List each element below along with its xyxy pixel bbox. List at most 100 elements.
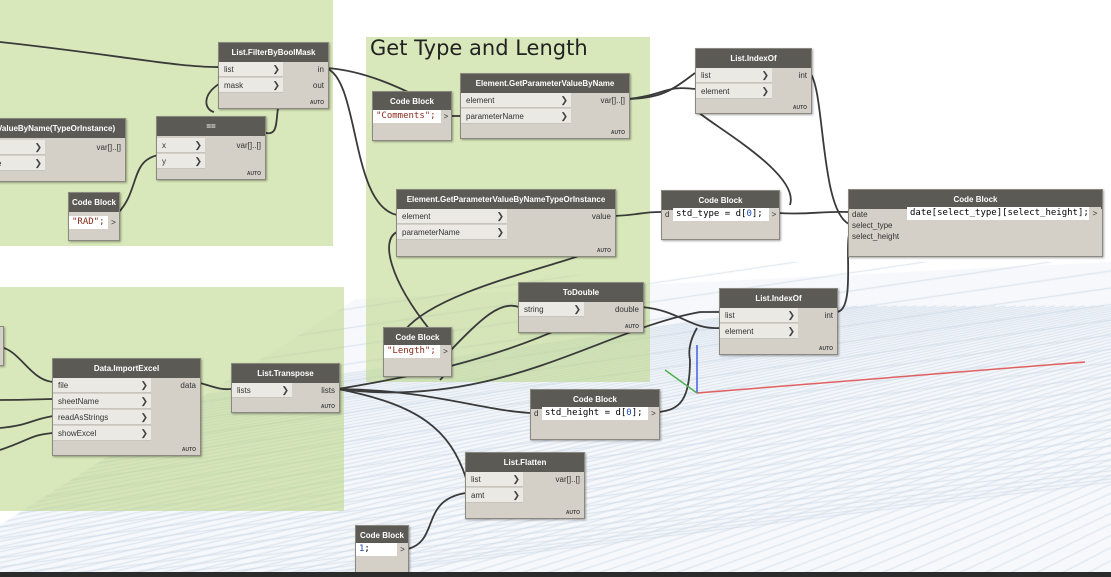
output-port[interactable]: > (648, 407, 659, 420)
output-port-var[interactable]: var[]..[] (526, 472, 584, 487)
input-port-sheet-name[interactable]: sheetName❯ (53, 394, 151, 409)
node-partial-left[interactable] (0, 326, 4, 366)
node-data-import-excel[interactable]: Data.ImportExcel file❯ sheetName❯ readAs… (52, 358, 201, 456)
input-port-element[interactable]: ❯ (0, 140, 45, 155)
input-port-file[interactable]: file❯ (53, 378, 151, 393)
lacing-label: AUTO (181, 447, 196, 453)
node-title: ValueByName(TypeOrInstance) (0, 119, 125, 138)
input-port-list[interactable]: list❯ (720, 308, 798, 323)
node-list-index-of-bottom[interactable]: List.IndexOf list❯ element❯ int AUTO (719, 288, 838, 355)
output-port-data[interactable]: data (152, 378, 200, 393)
lacing-label: AUTO (309, 100, 324, 106)
code-editor[interactable]: "Length"; (384, 345, 440, 358)
node-title: Code Block (373, 92, 451, 111)
node-title: Code Block (69, 193, 119, 212)
node-list-index-of-top[interactable]: List.IndexOf list❯ element❯ int AUTO (695, 48, 812, 114)
node-title: == (157, 117, 265, 136)
wire (627, 87, 696, 100)
output-port-lists[interactable]: lists (293, 383, 339, 398)
output-port[interactable]: > (769, 208, 779, 221)
node-code-block-comments[interactable]: Code Block "Comments"; > (372, 91, 452, 141)
output-port-var[interactable]: var[]..[] (87, 140, 125, 155)
output-port-var[interactable]: var[]..[] (227, 138, 265, 153)
node-title: Code Block (356, 526, 408, 545)
lacing-label: AUTO (596, 248, 611, 254)
node-code-block-std-type[interactable]: Code Block d std_type = d[0]; > (661, 190, 780, 240)
node-code-block-date[interactable]: Code Block date select_type select_heigh… (848, 189, 1103, 257)
node-element-get-parameter-value-by-name-type-or-instance[interactable]: Element.GetParameterValueByNameTypeOrIns… (396, 189, 616, 257)
code-editor[interactable]: std_height = d[0]; (542, 407, 648, 420)
input-port-parameter-name[interactable]: parameterName❯ (397, 225, 507, 240)
output-port-var[interactable]: var[]..[] (573, 93, 629, 108)
code-editor[interactable]: "Comments"; (373, 110, 441, 123)
wire (0, 415, 54, 429)
node-title: List.IndexOf (720, 289, 837, 308)
input-port-d[interactable]: d (665, 210, 670, 219)
node-code-block-rad[interactable]: Code Block "RAD"; > (68, 192, 120, 241)
input-port-show-excel[interactable]: showExcel❯ (53, 426, 151, 441)
node-list-transpose[interactable]: List.Transpose lists❯ lists AUTO (231, 363, 340, 413)
input-port-select-type[interactable]: select_type (849, 220, 907, 232)
input-port-x[interactable]: x❯ (157, 138, 205, 153)
input-port-parameter-name[interactable]: parameterName❯ (461, 109, 571, 124)
node-code-block-one[interactable]: Code Block 1; > (355, 525, 409, 574)
input-port-d[interactable]: d (534, 409, 539, 418)
output-port[interactable]: > (397, 543, 408, 556)
input-port-read-as-strings[interactable]: readAsStrings❯ (53, 410, 151, 425)
wire (199, 382, 232, 391)
node-get-param-value-by-name-type-partial[interactable]: ValueByName(TypeOrInstance) ❯ e❯ var[]..… (0, 118, 126, 182)
code-editor[interactable]: "RAD"; (69, 216, 108, 229)
wire (325, 67, 398, 216)
lacing-label: AUTO (818, 346, 833, 352)
input-port-date[interactable]: date (849, 209, 907, 221)
lacing-label: AUTO (624, 324, 639, 330)
wire (337, 388, 467, 479)
output-port-double[interactable]: double (593, 302, 643, 317)
output-port-out[interactable]: out (288, 78, 328, 93)
node-title: ToDouble (519, 283, 643, 302)
input-port-lists[interactable]: lists❯ (232, 383, 292, 398)
input-port-list[interactable]: list❯ (466, 472, 523, 487)
node-title: Code Block (384, 328, 451, 347)
node-equals[interactable]: == x❯ y❯ var[]..[] AUTO (156, 116, 266, 180)
lacing-label: AUTO (610, 130, 625, 136)
node-title: Element.GetParameterValueByName (461, 74, 629, 93)
node-to-double[interactable]: ToDouble string❯ double AUTO (518, 282, 644, 333)
input-port-parameter-name[interactable]: e❯ (0, 156, 45, 171)
input-port-element[interactable]: element❯ (461, 93, 571, 108)
output-port[interactable]: > (441, 110, 451, 123)
input-port-y[interactable]: y❯ (157, 154, 205, 169)
output-port-int[interactable]: int (799, 308, 837, 323)
group-title[interactable]: Get Type and Length (370, 36, 588, 60)
node-list-flatten[interactable]: List.Flatten list❯ amt❯ var[]..[] AUTO (465, 452, 585, 519)
input-port-element[interactable]: element❯ (696, 84, 772, 99)
code-editor[interactable]: std_type = d[0]; (673, 208, 769, 221)
node-code-block-length[interactable]: Code Block "Length"; > (383, 327, 452, 377)
input-port-list[interactable]: list❯ (219, 62, 283, 77)
output-port-int[interactable]: int (773, 68, 811, 83)
wire (407, 492, 467, 550)
node-code-block-std-height[interactable]: Code Block d std_height = d[0]; > (530, 389, 660, 440)
input-port-string[interactable]: string❯ (519, 302, 584, 317)
lacing-label: AUTO (792, 105, 807, 111)
input-port-element[interactable]: element❯ (397, 209, 507, 224)
output-port-in[interactable]: in (288, 62, 328, 77)
wire (613, 211, 662, 217)
node-title: Code Block (531, 390, 659, 409)
input-port-list[interactable]: list❯ (696, 68, 772, 83)
node-element-get-parameter-value-by-name[interactable]: Element.GetParameterValueByName element❯… (460, 73, 630, 139)
output-port-value[interactable]: value (567, 209, 615, 224)
code-editor[interactable]: date[select_type][select_height]; (907, 207, 1089, 220)
output-port[interactable]: > (108, 216, 119, 229)
node-list-filter-by-bool-mask[interactable]: List.FilterByBoolMask list❯ mask❯ in out… (218, 42, 329, 109)
input-port-amt[interactable]: amt❯ (466, 488, 523, 503)
output-port[interactable]: > (1089, 207, 1101, 220)
code-editor[interactable]: 1; (356, 543, 397, 556)
input-port-select-height[interactable]: select_height (849, 231, 907, 243)
output-port[interactable]: > (440, 345, 451, 358)
wire (0, 41, 223, 68)
input-port-element[interactable]: element❯ (720, 324, 798, 339)
input-port-mask[interactable]: mask❯ (219, 78, 283, 93)
node-title: Code Block (662, 191, 779, 210)
